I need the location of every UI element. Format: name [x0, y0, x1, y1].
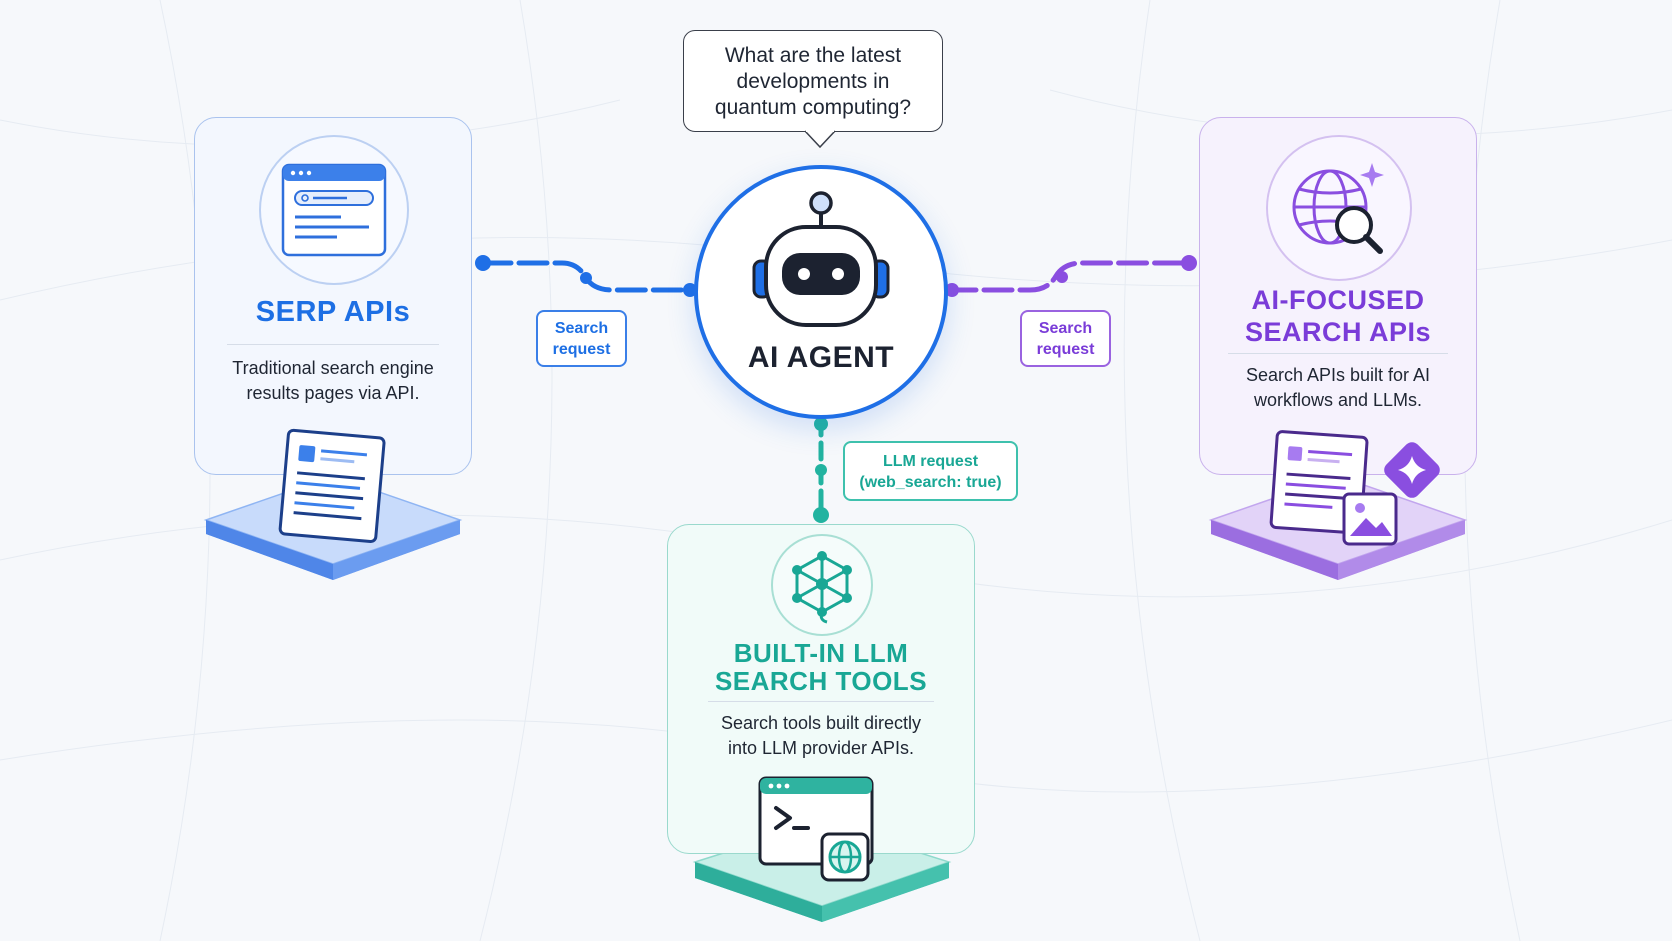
browser-search-icon	[281, 163, 387, 257]
connector-right-agent-endpoint	[945, 283, 959, 297]
connector-bottom-joint	[815, 464, 827, 476]
llm-icon-circle	[771, 534, 873, 636]
tag-line: (web_search: true)	[859, 474, 1002, 491]
tag-line: request	[552, 341, 611, 358]
network-icon	[792, 551, 852, 624]
bubble-tail	[804, 130, 836, 149]
title-line: SEARCH APIs	[1244, 317, 1432, 347]
llm-tools-description: Search tools built directly into LLM pro…	[668, 711, 974, 761]
connector-right	[945, 260, 1192, 293]
ai-focused-description: Search APIs built for AI workflows and L…	[1200, 363, 1476, 413]
question-bubble: What are the latest developments in quan…	[683, 30, 943, 132]
ai-focused-title: AI-FOCUSED SEARCH APIs	[1200, 284, 1476, 348]
desc-line: Traditional search engine	[232, 358, 434, 378]
agent-label: AI AGENT	[747, 341, 895, 374]
connector-left-agent-endpoint	[683, 283, 697, 297]
desc-line: Search APIs built for AI	[1245, 365, 1431, 385]
connector-bottom-top-endpoint	[814, 417, 828, 431]
serp-icon-circle	[259, 135, 409, 285]
desc-line: workflows and LLMs.	[1253, 390, 1423, 410]
serp-apis-card: SERP APIs Traditional search engine resu…	[194, 117, 472, 475]
ai-agent-node: AI AGENT	[694, 165, 948, 419]
title-line: BUILT-IN LLM	[733, 638, 909, 668]
search-request-tag-right: Search request	[1020, 310, 1111, 367]
connector-left-endpoint	[475, 255, 491, 271]
serp-description: Traditional search engine results pages …	[195, 356, 471, 406]
connector-right-endpoint	[1181, 255, 1197, 271]
connector-right-joint	[1056, 271, 1068, 283]
desc-line: into LLM provider APIs.	[727, 738, 915, 758]
globe-search-icon	[1292, 163, 1384, 254]
tag-line: request	[1036, 341, 1095, 358]
llm-request-tag: LLM request (web_search: true)	[843, 441, 1018, 501]
terminal-globe-icon	[758, 776, 874, 882]
robot-icon	[752, 191, 890, 327]
llm-tools-title: BUILT-IN LLM SEARCH TOOLS	[668, 639, 974, 695]
question-line: What are the latest	[724, 44, 902, 67]
serp-title: SERP APIs	[255, 296, 411, 328]
llm-tools-divider	[708, 701, 934, 702]
ai-focused-search-apis-card: AI-FOCUSED SEARCH APIs Search APIs built…	[1199, 117, 1477, 475]
search-request-tag-left: Search request	[536, 310, 627, 367]
ai-focused-divider	[1228, 353, 1448, 354]
title-line: AI-FOCUSED	[1251, 285, 1425, 315]
document-image-sparkle-icon	[1269, 430, 1440, 546]
desc-line: results pages via API.	[246, 383, 420, 403]
tag-line: Search	[554, 320, 609, 337]
connector-bottom-endpoint	[813, 507, 829, 523]
ai-focused-icon-circle	[1266, 135, 1412, 281]
question-line: developments in	[736, 70, 890, 93]
tag-line: LLM request	[882, 453, 979, 470]
desc-line: Search tools built directly	[720, 713, 922, 733]
question-line: quantum computing?	[714, 96, 912, 119]
connector-left-joint	[580, 272, 592, 284]
document-icon	[278, 428, 386, 543]
serp-divider	[227, 344, 439, 345]
tag-line: Search	[1038, 320, 1093, 337]
title-line: SEARCH TOOLS	[714, 666, 928, 696]
